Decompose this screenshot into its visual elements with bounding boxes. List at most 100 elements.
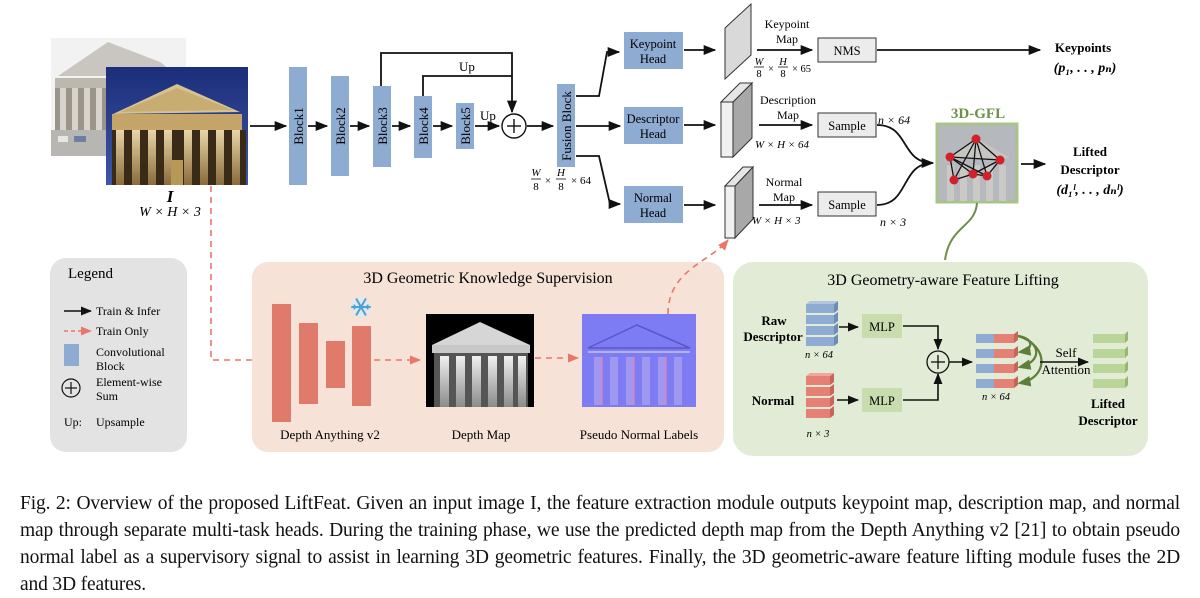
lifting-title: 3D Geometry-aware Feature Lifting	[827, 272, 1058, 289]
depth-map-label: Depth Map	[452, 427, 511, 442]
self-attention-label-2: Attention	[1041, 362, 1091, 377]
curve-norm-to-gfl	[876, 162, 934, 206]
block5-label: Block5	[458, 107, 473, 145]
legend-item-train-only: Train Only	[96, 324, 149, 338]
svg-text:W: W	[755, 57, 765, 68]
svg-text:Normal: Normal	[634, 191, 673, 205]
block2-label: Block2	[333, 107, 348, 145]
keypoint-head: Keypoint Head	[624, 32, 683, 69]
svg-text:Sample: Sample	[828, 198, 866, 212]
depth-model-label: Depth Anything v2	[280, 427, 380, 442]
description-map-label-1: Description	[760, 93, 816, 107]
keypoint-map-dims: W 8 × H 8 × 65	[754, 57, 811, 80]
svg-text:W: W	[531, 167, 541, 179]
block1	[289, 67, 307, 185]
legend-item-sum-1: Element-wise	[96, 375, 162, 389]
descriptor-head: Descriptor Head	[624, 107, 683, 144]
lifted-descriptor-label-1: Lifted	[1073, 144, 1108, 159]
up-label-top: Up	[459, 59, 475, 74]
input-images	[51, 38, 248, 185]
legend-item-train-infer: Train & Infer	[96, 304, 160, 318]
svg-text:8: 8	[780, 69, 785, 80]
raw-descriptor-label-1: Raw	[761, 313, 787, 328]
depth-anything-model	[272, 304, 371, 422]
svg-text:Head: Head	[640, 206, 667, 220]
figure-caption: Fig. 2: Overview of the proposed LiftFea…	[20, 492, 1180, 595]
block3	[373, 86, 391, 167]
svg-text:Head: Head	[640, 127, 667, 141]
svg-text:Sample: Sample	[828, 119, 866, 133]
raw-descriptor-label-2: Descriptor	[743, 329, 802, 344]
sample-desc-dims: n × 64	[878, 113, 910, 127]
svg-text:MLP: MLP	[869, 320, 895, 334]
svg-text:Keypoint: Keypoint	[630, 37, 677, 51]
svg-text:H: H	[556, 167, 566, 179]
block4-label: Block4	[416, 107, 431, 145]
keypoints-label: Keypoints	[1055, 40, 1111, 55]
legend-item-conv-1: Convolutional	[96, 345, 165, 359]
fusion-block	[557, 84, 575, 167]
svg-text:× 64: × 64	[571, 175, 591, 187]
legend-item-sum-2: Sum	[96, 389, 119, 403]
legend-block-swatch	[64, 344, 79, 366]
svg-text:Head: Head	[640, 52, 667, 66]
legend: Legend Train & Infer Train Only Convolut…	[50, 258, 187, 452]
raw-descriptor-dims: n × 64	[805, 350, 834, 361]
nms-box: NMS	[817, 37, 877, 63]
green-link-gfl-to-lifting	[944, 202, 978, 261]
description-map-dims: W × H × 64	[755, 139, 809, 151]
normal-map-slab	[723, 165, 755, 240]
svg-text:Descriptor: Descriptor	[627, 112, 681, 126]
gfl-graph-image	[935, 122, 1019, 204]
pseudo-normal-label: Pseudo Normal Labels	[580, 427, 698, 442]
keypoint-map-slab	[724, 2, 752, 81]
lifted-feature-stack	[1093, 331, 1128, 388]
legend-circle-plus-icon	[61, 378, 81, 398]
concat-feature-stack	[976, 331, 1018, 388]
lifted-output-label-2: Descriptor	[1078, 413, 1137, 428]
supervision-title: 3D Geometric Knowledge Supervision	[363, 270, 612, 287]
fusion-block-label: Fusion Block	[559, 91, 574, 161]
sample-normal-box: Sample	[817, 191, 877, 217]
skip-block3	[380, 52, 518, 114]
mlp-box-1: MLP	[862, 314, 902, 338]
up-label-side: Up	[480, 108, 496, 123]
svg-text:NMS: NMS	[833, 44, 860, 58]
normal-map-dims: W × H × 3	[752, 215, 801, 227]
lifted-descriptor-math: (d₁ˡ, . . , dₙˡ)	[1056, 183, 1123, 198]
legend-title: Legend	[68, 266, 113, 282]
lifted-output-label-1: Lifted	[1091, 396, 1126, 411]
svg-text:8: 8	[756, 69, 761, 80]
input-dims: W × H × 3	[139, 205, 201, 220]
input-symbol: I	[166, 187, 175, 206]
normal-map-label-2: Map	[773, 190, 795, 204]
block1-label: Block1	[291, 107, 306, 145]
legend-item-up-label: Upsample	[96, 415, 145, 429]
dashed-normal-labels-to-normal-map	[667, 239, 729, 315]
curve-desc-to-gfl	[876, 124, 935, 169]
skip-block4	[422, 75, 512, 96]
dashed-input-to-depth-model	[210, 186, 268, 361]
input-image-night	[106, 67, 248, 185]
concat-dims: n × 64	[982, 392, 1011, 403]
gfl-title: 3D-GFL	[951, 106, 1005, 122]
depth-map-image	[426, 314, 534, 407]
svg-text:×: ×	[545, 175, 551, 187]
description-map-label-2: Map	[777, 108, 799, 122]
raw-descriptor-stack	[806, 301, 838, 346]
keypoint-map-label-2: Map	[776, 32, 798, 46]
backbone: Block1 Block2 Block3 Block4 Block5 Up Up…	[289, 52, 591, 193]
svg-text:8: 8	[533, 181, 539, 193]
lifting-panel: 3D Geometry-aware Feature Lifting Raw De…	[733, 262, 1148, 456]
keypoints-math: (p₁, . . , pₙ)	[1054, 61, 1117, 76]
block5	[456, 103, 474, 149]
arrow-fusion-to-keypoint-head	[576, 46, 621, 97]
svg-text:× 65: × 65	[792, 64, 811, 75]
element-wise-sum	[501, 113, 527, 139]
supervision-panel: 3D Geometric Knowledge Supervision Depth…	[252, 262, 724, 452]
normal-dims: n × 3	[807, 429, 830, 440]
block4	[414, 96, 432, 158]
normal-label: Normal	[752, 393, 795, 408]
pseudo-normal-labels-image	[582, 314, 696, 407]
arrow-fusion-to-normal-head	[576, 155, 622, 210]
